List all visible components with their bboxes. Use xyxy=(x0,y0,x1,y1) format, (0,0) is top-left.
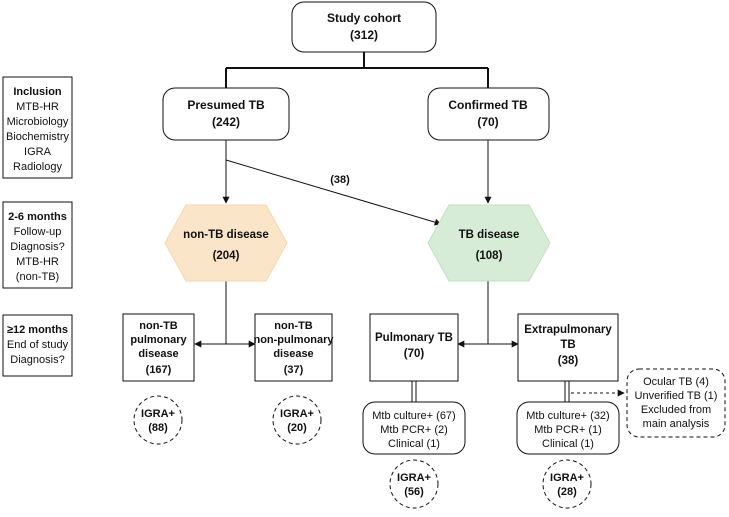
extra-detail-line: Clinical (1) xyxy=(542,438,594,450)
non-tb-disease-count: (204) xyxy=(213,250,240,262)
excluded-line: Unverified TB (1) xyxy=(635,390,718,402)
node-pulmonary-details: Mtb culture+ (67) Mtb PCR+ (2) Clinical … xyxy=(362,401,466,455)
non-tb-pulmonary-count: (167) xyxy=(146,364,172,376)
non-tb-nonpulmonary-line: disease xyxy=(273,348,313,360)
pulmonary-tb-count: (70) xyxy=(404,348,425,360)
connectors xyxy=(194,52,625,402)
igra-count: (28) xyxy=(557,486,577,498)
excluded-line: main analysis xyxy=(643,418,710,430)
igra-circle-28: IGRA+ (28) xyxy=(542,459,592,509)
side-panel-inclusion: Inclusion MTB-HR Microbiology Biochemist… xyxy=(2,76,73,179)
igra-label: IGRA+ xyxy=(397,472,431,484)
presumed-tb-count: (242) xyxy=(212,115,240,129)
pulmonary-tb-title: Pulmonary TB xyxy=(375,332,453,344)
inclusion-item: IGRA xyxy=(24,146,52,158)
igra-circle-56: IGRA+ (56) xyxy=(389,459,439,509)
pulm-detail-line: Mtb culture+ (67) xyxy=(372,410,455,422)
end-item: Diagnosis? xyxy=(10,354,64,366)
study-cohort-title: Study cohort xyxy=(327,11,401,25)
dashed-arrow-excluded xyxy=(571,392,595,394)
node-tb-disease: TB disease (108) xyxy=(427,204,551,282)
non-tb-nonpulmonary-line: non-TB xyxy=(274,320,313,332)
node-extrapulmonary-details: Mtb culture+ (32) Mtb PCR+ (1) Clinical … xyxy=(516,401,620,455)
non-tb-nonpulmonary-line: non-pulmonary xyxy=(253,334,334,346)
node-confirmed-tb: Confirmed TB (70) xyxy=(427,87,550,141)
excluded-line: Ocular TB (4) xyxy=(643,376,709,388)
side-panel-followup: 2-6 months Follow-up Diagnosis? MTB-HR (… xyxy=(2,201,73,289)
igra-count: (56) xyxy=(404,486,424,498)
extrapulmonary-tb-line: Extrapulmonary xyxy=(524,324,612,336)
presumed-tb-title: Presumed TB xyxy=(187,98,265,112)
non-tb-nonpulmonary-count: (37) xyxy=(284,364,304,376)
node-non-tb-pulmonary: non-TB pulmonary disease (167) xyxy=(122,313,195,382)
node-non-tb-nonpulmonary: non-TB non-pulmonary disease (37) xyxy=(253,313,334,382)
non-tb-disease-title: non-TB disease xyxy=(183,229,269,241)
extrapulmonary-tb-count: (38) xyxy=(558,355,579,367)
end-title: ≥12 months xyxy=(7,324,68,336)
study-cohort-count: (312) xyxy=(350,28,378,42)
extra-detail-line: Mtb culture+ (32) xyxy=(526,410,609,422)
followup-item: MTB-HR xyxy=(16,256,59,268)
igra-circle-20: IGRA+ (20) xyxy=(272,395,322,445)
node-pulmonary-tb: Pulmonary TB (70) xyxy=(369,313,459,382)
followup-item: Follow-up xyxy=(14,226,62,238)
end-item: End of study xyxy=(7,339,69,351)
inclusion-item: Microbiology xyxy=(7,116,69,128)
confirmed-tb-count: (70) xyxy=(477,115,498,129)
extra-detail-line: Mtb PCR+ (1) xyxy=(534,424,602,436)
non-tb-pulmonary-line: pulmonary xyxy=(130,334,187,346)
node-extrapulmonary-tb: Extrapulmonary TB (38) xyxy=(517,313,619,382)
igra-label: IGRA+ xyxy=(141,408,175,420)
inclusion-item: Radiology xyxy=(13,161,62,173)
inclusion-title: Inclusion xyxy=(13,86,62,98)
edge-label-38: (38) xyxy=(330,174,350,186)
tb-disease-title: TB disease xyxy=(459,229,520,241)
non-tb-pulmonary-line: non-TB xyxy=(139,320,178,332)
inclusion-item: Biochemistry xyxy=(6,131,69,143)
node-study-cohort: Study cohort (312) xyxy=(291,1,437,53)
tb-disease-count: (108) xyxy=(476,250,503,262)
extrapulmonary-tb-line: TB xyxy=(560,339,575,351)
non-tb-pulmonary-line: disease xyxy=(138,348,178,360)
igra-count: (88) xyxy=(148,422,168,434)
followup-title: 2-6 months xyxy=(8,211,67,223)
pulm-detail-line: Mtb PCR+ (2) xyxy=(380,424,448,436)
igra-count: (20) xyxy=(287,422,307,434)
node-excluded: Ocular TB (4) Unverified TB (1) Excluded… xyxy=(626,368,726,438)
followup-item: Diagnosis? xyxy=(10,241,64,253)
node-presumed-tb: Presumed TB (242) xyxy=(162,87,290,141)
excluded-line: Excluded from xyxy=(641,404,711,416)
side-panel-end: ≥12 months End of study Diagnosis? xyxy=(2,314,73,377)
confirmed-tb-title: Confirmed TB xyxy=(448,98,528,112)
igra-label: IGRA+ xyxy=(280,408,314,420)
igra-circle-88: IGRA+ (88) xyxy=(133,395,183,445)
followup-item: (non-TB) xyxy=(16,271,59,283)
arrow-presumed-to-tb xyxy=(225,159,442,226)
igra-label: IGRA+ xyxy=(550,472,584,484)
inclusion-item: MTB-HR xyxy=(16,101,59,113)
pulm-detail-line: Clinical (1) xyxy=(388,438,440,450)
node-non-tb-disease: non-TB disease (204) xyxy=(164,204,288,282)
